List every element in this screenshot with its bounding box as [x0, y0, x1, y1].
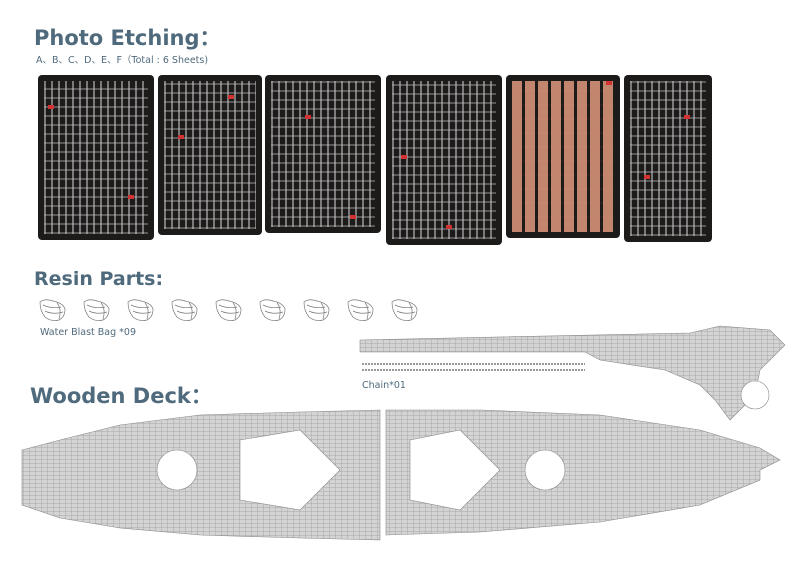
water-blast-bag: [169, 297, 199, 323]
water-blast-bag: [389, 297, 419, 323]
water-blast-bag: [37, 297, 67, 323]
water-blast-bag: [213, 297, 243, 323]
water-blast-bag: [345, 297, 375, 323]
etching-sheet-f: [624, 75, 712, 242]
photo-etching-title: Photo Etching：: [34, 26, 221, 50]
forward-deck-piece: [385, 409, 781, 536]
water-blast-bag: [257, 297, 287, 323]
wooden-deck-title: Wooden Deck：: [30, 384, 212, 408]
water-blast-bag: [301, 297, 331, 323]
etching-sheet-c: [265, 75, 381, 233]
etching-sheet-d: [386, 75, 502, 245]
resin-parts-title: Resin Parts:: [34, 268, 164, 290]
photo-etching-subtitle: A、B、C、D、E、F（Total : 6 Sheets): [36, 55, 209, 66]
water-blast-bag: [81, 297, 111, 323]
etching-sheet-b: [158, 75, 262, 235]
water-blast-bag: [125, 297, 155, 323]
etching-sheet-a: [38, 75, 154, 240]
water-blast-bag-label: Water Blast Bag *09: [40, 327, 137, 338]
chain: [362, 363, 585, 371]
chain-label: Chain*01: [362, 380, 406, 391]
etching-sheet-e: [506, 75, 620, 238]
bow-deck-piece: [359, 325, 786, 421]
